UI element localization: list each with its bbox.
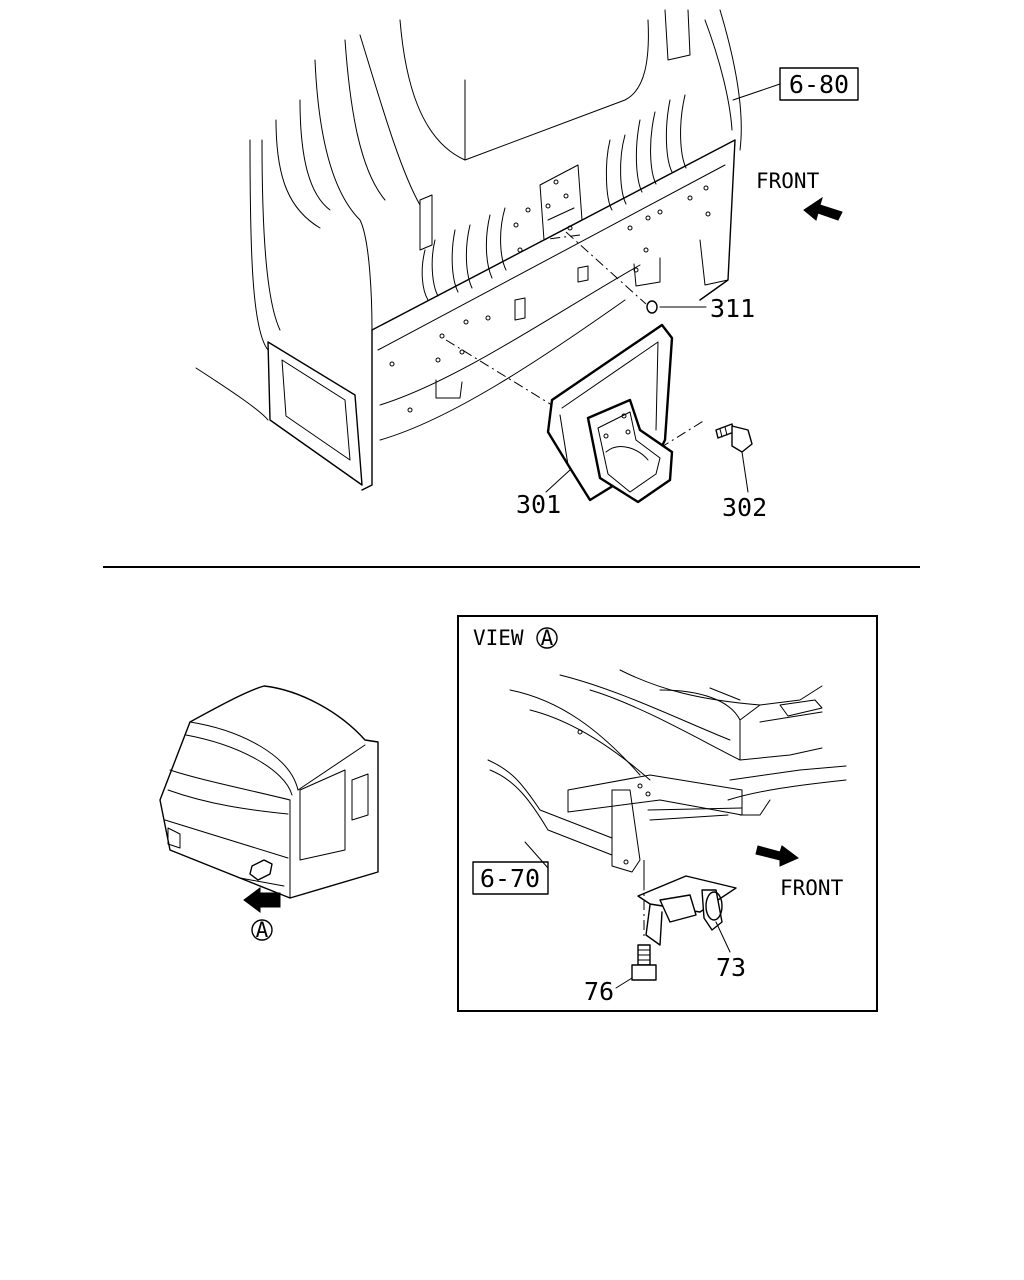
step-assembly-301 xyxy=(546,323,674,504)
callout-311: 311 xyxy=(710,294,755,323)
leader-301-mount xyxy=(445,339,561,411)
callout-302: 302 xyxy=(722,493,767,522)
bolt-302 xyxy=(715,423,753,453)
view-marker-label: A xyxy=(256,918,269,942)
leader-311 xyxy=(565,231,647,305)
front-label-top: FRONT xyxy=(756,169,820,193)
cab-rear-panel xyxy=(195,9,742,491)
o-ring-311 xyxy=(646,300,658,314)
ref-label-6-70: 6-70 xyxy=(480,864,540,893)
front-indicator-view: FRONT xyxy=(755,845,844,900)
leader-302 xyxy=(659,419,706,449)
view-a-title-circle xyxy=(536,627,558,649)
horn-73 xyxy=(637,869,737,946)
view-a-frame xyxy=(457,615,878,1012)
front-indicator-top: FRONT xyxy=(756,169,843,221)
view-a-title: VIEW xyxy=(473,626,524,650)
front-label-view: FRONT xyxy=(780,876,844,900)
bolt-76 xyxy=(631,944,657,981)
view-marker-circle xyxy=(251,919,273,941)
leader-bracket xyxy=(539,234,581,241)
callout-76: 76 xyxy=(584,977,614,1006)
callout-301: 301 xyxy=(516,490,561,519)
cab-overview xyxy=(159,685,379,899)
ref-box-6-80: 6-80 xyxy=(732,67,859,101)
front-arrow-view-icon xyxy=(755,845,799,867)
front-arrow-icon xyxy=(803,196,843,221)
view-a-title-marker: A xyxy=(541,626,554,650)
view-arrow-icon xyxy=(243,887,281,913)
ref-box-6-70: 6-70 xyxy=(472,841,549,895)
view-a-panel: VIEW A xyxy=(457,615,878,1012)
callout-73: 73 xyxy=(716,953,746,982)
ref-label-6-80: 6-80 xyxy=(789,70,849,99)
